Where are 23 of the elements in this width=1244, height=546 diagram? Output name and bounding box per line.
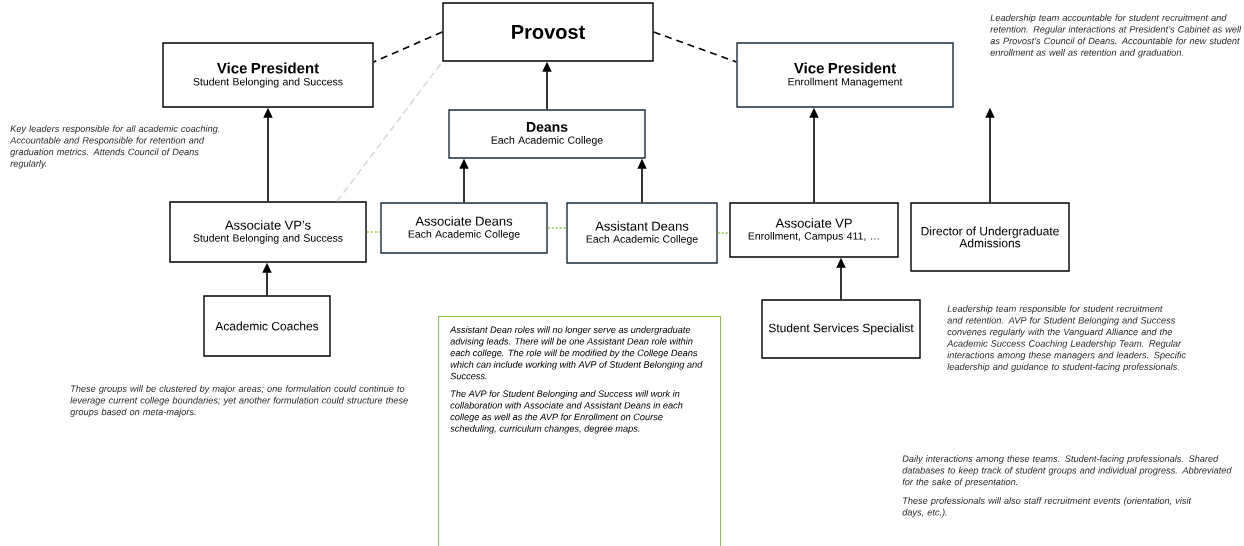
connector-line <box>652 31 738 63</box>
connector-line <box>372 31 444 63</box>
note-text: Leadership team accountable for student recruitment and retention. Regular interactions at President’s Cabinet as well as Provost’s Council of Deans. Accountable for new student enrollment as well as retention and graduation. <box>990 14 1242 58</box>
org-box: Academic Coaches <box>203 295 331 357</box>
org-box: Assistant Deans Each Academic College <box>566 202 718 264</box>
org-box: Student Services Specialist <box>761 299 921 359</box>
note-text: Leadership team responsible for student recruitment and retention. AVP for Student Belonging and Success convenes regularly with the Vanguard Alliance and the Academic Success Coaching Leadership Team. Regular interactions among these managers and leaders. Specific leadership and guidance to student-facing professionals. <box>946 305 1186 372</box>
note-box: Assistant Dean roles will no longer serve as undergraduate advising leads. There will be one Assistant Dean role within each college. The role will be modified by the College Deans which can include working with AVP of Student Belonging and Success. The AVP for Student Belonging and Success will work in collaboration with Associate and Assistant Deans in each college as well as the AVP for Enrollment on Course scheduling, curriculum changes, degree maps. <box>438 316 721 546</box>
connector-line <box>546 227 568 229</box>
org-box: Vice President Enrollment Management <box>736 42 954 108</box>
org-box: Director of Undergraduate Admissions <box>910 202 1070 272</box>
note-text: Key leaders responsible for all academic coaching. Accountable and Responsible for retention and graduation metrics. Attends Council of Deans regularly. <box>9 125 220 169</box>
org-box: Associate VP Enrollment, Campus 411, … <box>729 202 899 258</box>
connector-line <box>365 231 382 233</box>
org-box: Associate Deans Each Academic College <box>380 202 548 254</box>
connector-line <box>716 232 731 234</box>
note-text: These groups will be clustered by major areas; one formulation could continue to leverage current college boundaries; yet another formulation could structure these groups based on meta-majors. <box>70 385 408 417</box>
org-box: Associate VP’s Student Belonging and Success <box>169 201 367 263</box>
org-box: Vice President Student Belonging and Success <box>162 42 374 108</box>
note-text: These professionals will also staff recruitment events (orientation, visit days, etc.). <box>902 497 1192 518</box>
note-text: Daily interactions among these teams. Student-facing professionals. Shared databases to keep track of student groups and individual progress. Abbreviated for the sake of presentation. <box>902 455 1232 487</box>
org-box: Provost <box>442 2 654 62</box>
org-box: Deans Each Academic College <box>448 109 646 159</box>
